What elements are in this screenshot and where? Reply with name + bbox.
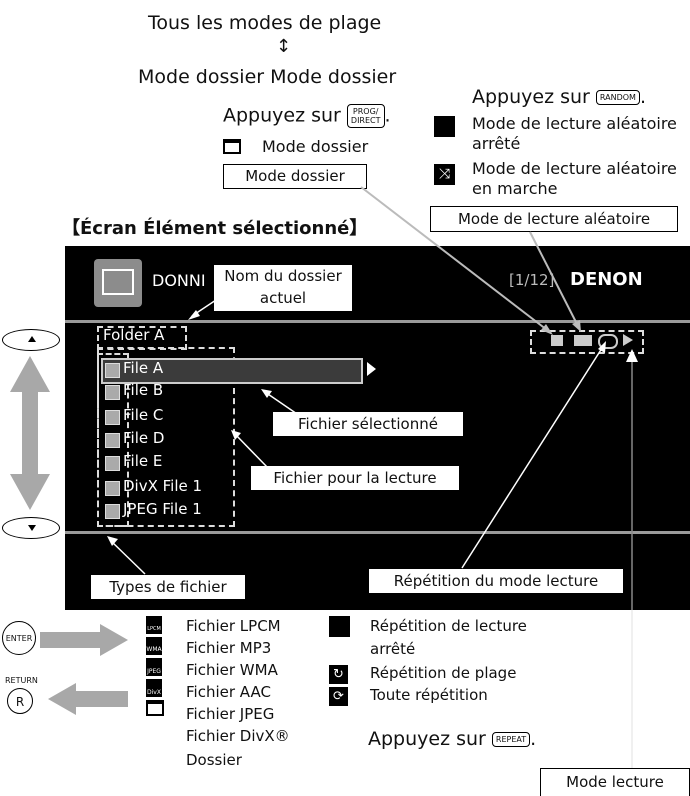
playback-file-callout: Fichier pour la lecture <box>250 465 460 491</box>
prog-direct-key[interactable]: PROG/ DIRECT <box>346 104 385 128</box>
file-d-icon <box>105 433 120 448</box>
file-a-icon <box>105 363 120 378</box>
disc-name: DONNI <box>152 271 206 290</box>
legend-mp3: Fichier MP3 <box>186 639 272 657</box>
random-mode-box: Mode de lecture aléatoire <box>430 206 678 232</box>
brand-logo: DENON <box>570 269 643 290</box>
repeat-mode-connector <box>461 344 605 569</box>
selected-file-highlight <box>101 358 363 384</box>
prog-press-label: Appuyez sur PROG/ DIRECT. <box>223 104 391 128</box>
folder-modes-label: Mode dossier Mode dossier <box>138 66 397 88</box>
random-key[interactable]: RANDOM <box>595 90 640 105</box>
repeat-off-line1: Répétition de lecture <box>370 617 527 635</box>
folder-name: Folder A <box>103 326 165 344</box>
repeat-all-label: Toute répétition <box>370 686 488 704</box>
file-c[interactable]: File C <box>123 406 164 424</box>
random-mode-connector <box>529 231 580 329</box>
divx-file-1[interactable]: DivX File 1 <box>123 477 203 495</box>
divx-icon: DivX <box>146 679 162 697</box>
repeat-track-label: Répétition de plage <box>370 664 517 682</box>
divx-file-icon <box>105 481 120 496</box>
folder-icon <box>223 139 241 154</box>
random-off-line1: Mode de lecture aléatoire <box>472 114 677 133</box>
screen-shuffle-icon <box>574 335 592 346</box>
screen-repeat-icon <box>598 334 618 349</box>
screen-title: 【Écran Élément sélectionné】 <box>62 218 368 239</box>
repeat-key[interactable]: REPEAT <box>491 732 531 747</box>
all-modes-label: Tous les modes de plage <box>148 12 382 34</box>
repeat-mode-callout: Répétition du mode lecture <box>368 568 624 594</box>
legend-folder-icon <box>146 700 164 716</box>
divider-bottom <box>65 531 690 534</box>
mode-folder-box: Mode dossier <box>223 164 367 189</box>
repeat-off-line2: arrêté <box>370 640 416 658</box>
jpeg-icon: JPEG <box>146 658 162 676</box>
file-b-icon <box>105 385 120 400</box>
selected-file-callout: Fichier sélectionné <box>272 411 464 437</box>
enter-arrow <box>40 624 128 656</box>
folder-name-callout: Nom du dossier actuel <box>213 264 353 312</box>
up-button[interactable] <box>2 329 60 351</box>
selected-file-connector <box>264 391 301 417</box>
folder-name-frame <box>97 326 187 350</box>
track-counter: [1/12] <box>509 271 555 289</box>
legend-lpcm: Fichier LPCM <box>186 617 281 635</box>
enter-button[interactable]: ENTER <box>2 621 36 655</box>
divider-top <box>65 320 690 323</box>
return-label: RETURN <box>5 676 38 685</box>
play-arrow-icon <box>367 362 376 376</box>
legend-wma: Fichier WMA <box>186 661 278 679</box>
down-button[interactable] <box>2 517 60 539</box>
legend-jpeg: Fichier JPEG <box>186 705 275 723</box>
repeat-press-label: Appuyez sur REPEAT. <box>368 728 537 750</box>
random-off-line2: arrêté <box>472 134 521 153</box>
mode-icons-frame <box>530 330 644 354</box>
file-e[interactable]: File E <box>123 452 163 470</box>
wma-icon: WMA <box>146 637 162 655</box>
lpcm-icon: LPCM <box>146 616 162 634</box>
shuffle-icon: ⤨ <box>434 164 455 185</box>
random-on-line1: Mode de lecture aléatoire <box>472 159 677 178</box>
return-arrow <box>48 683 128 715</box>
legend-aac: Fichier AAC <box>186 683 271 701</box>
nav-updown-arrow <box>10 356 50 510</box>
repeat-track-icon: ↻ <box>329 665 348 684</box>
random-on-line2: en marche <box>472 179 558 198</box>
screen-play-icon <box>623 334 633 346</box>
file-types-connector <box>109 539 146 575</box>
disc-icon <box>94 259 142 307</box>
play-mode-callout: Mode lecture <box>540 768 690 796</box>
return-button[interactable]: R <box>7 688 33 714</box>
repeat-all-icon: ⟳ <box>329 687 348 706</box>
file-e-icon <box>105 456 120 471</box>
legend-divx: Fichier DivX® <box>186 727 290 745</box>
file-c-icon <box>105 410 120 425</box>
screen-folder-mode-icon <box>551 335 563 346</box>
file-a[interactable]: File A <box>123 359 164 377</box>
legend-folder: Dossier <box>186 751 242 769</box>
random-press-label: Appuyez sur RANDOM. <box>472 86 647 108</box>
mode-folder-label: Mode dossier <box>262 137 369 156</box>
repeat-off-icon <box>329 616 350 637</box>
jpeg-file-1[interactable]: JPEG File 1 <box>123 500 202 518</box>
playback-file-connector <box>233 432 269 469</box>
updown-arrow-icon: ↕ <box>276 36 292 57</box>
file-d[interactable]: File D <box>123 429 165 447</box>
file-b[interactable]: File B <box>123 381 164 399</box>
jpeg-file-icon <box>105 504 120 519</box>
random-off-icon <box>434 116 455 137</box>
folder-mode-connector <box>360 186 552 334</box>
file-types-callout: Types de fichier <box>90 574 246 600</box>
